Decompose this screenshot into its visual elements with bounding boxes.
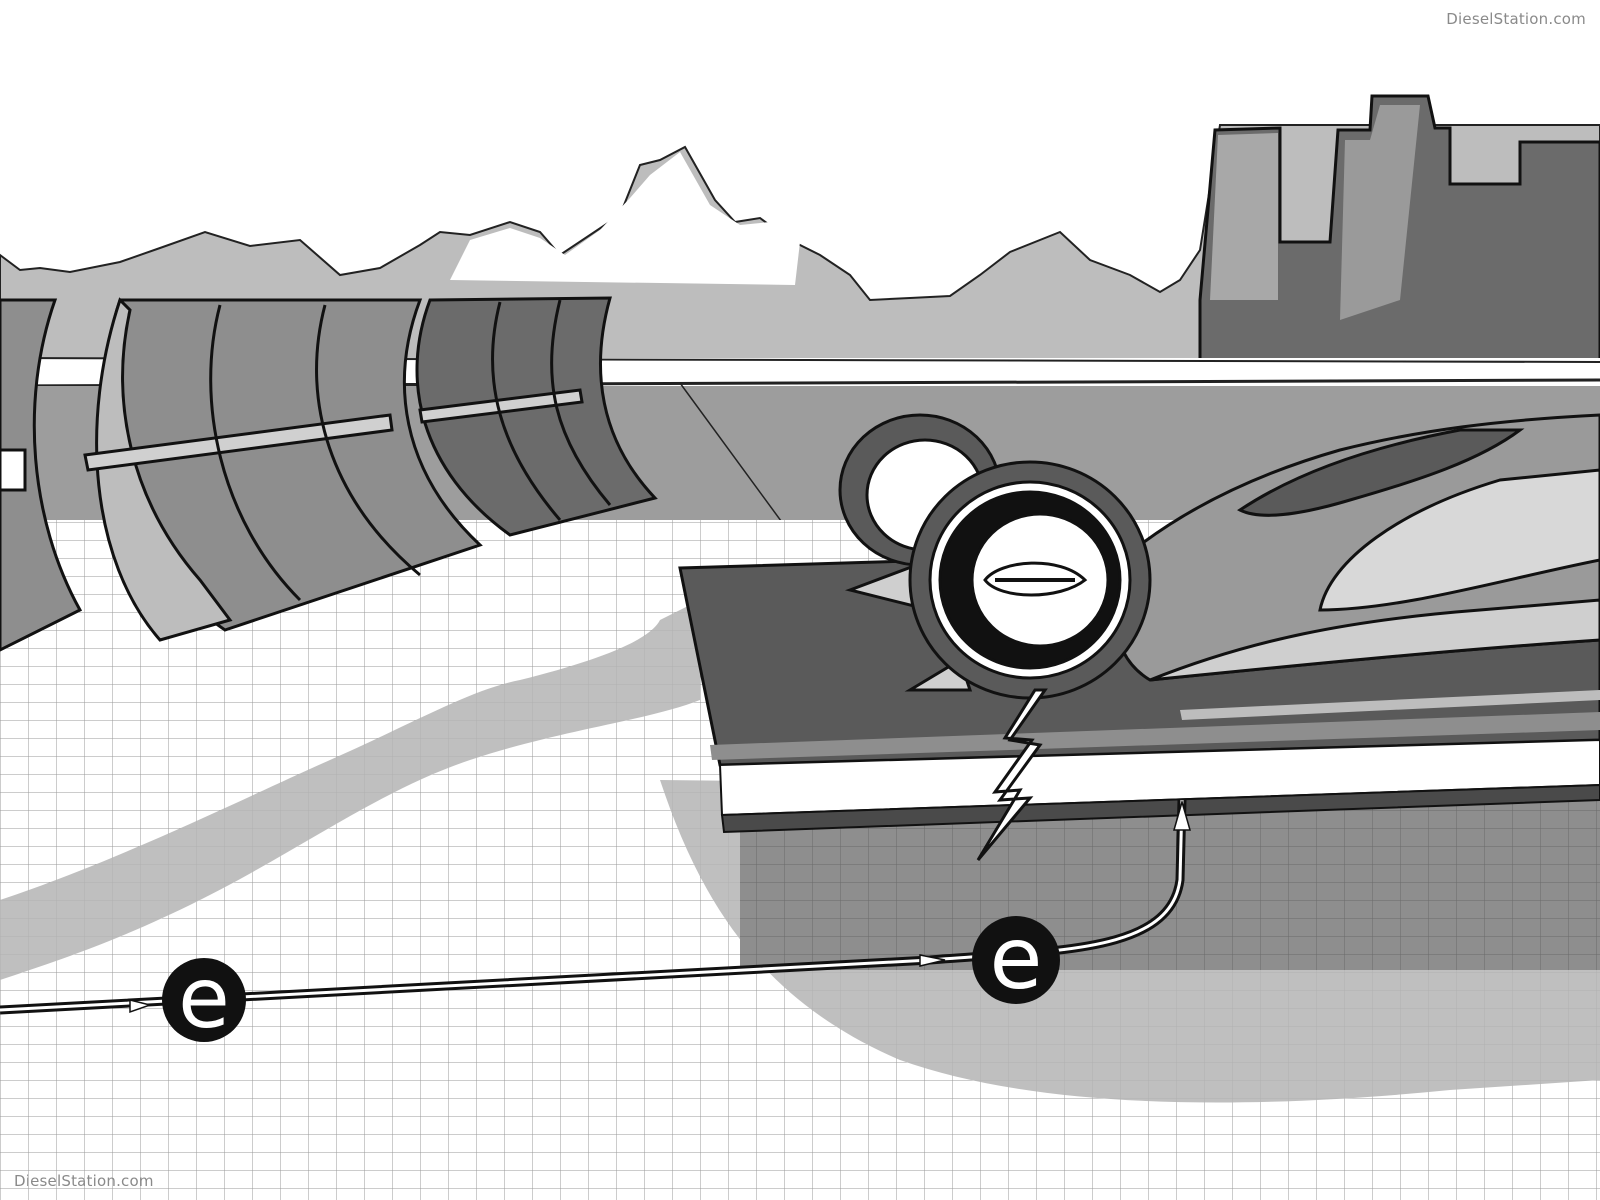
watermark-top: DieselStation.com (1446, 10, 1586, 28)
skyline-highlight-2 (1340, 105, 1420, 320)
energy-node-1-label: e (178, 949, 230, 1047)
flow-arrow-1-icon (129, 999, 153, 1014)
energy-node-2: e (972, 909, 1060, 1009)
energy-node-2-label: e (990, 909, 1043, 1009)
lightning-bolt-icon (976, 688, 1048, 861)
floor-shadow-left (0, 600, 700, 980)
energy-flow-line (0, 799, 1191, 1015)
flow-arrow-3-icon (1173, 799, 1191, 831)
platform-shadow (740, 800, 1600, 970)
curved-wall-arches (0, 296, 658, 652)
skyline-highlight (1210, 133, 1278, 300)
snow-patch (450, 152, 800, 285)
watermark-bottom: DieselStation.com (14, 1172, 154, 1190)
electric-vehicle (838, 413, 1600, 700)
flow-arrow-2-icon (919, 954, 946, 967)
energy-node-1: e (162, 949, 246, 1047)
